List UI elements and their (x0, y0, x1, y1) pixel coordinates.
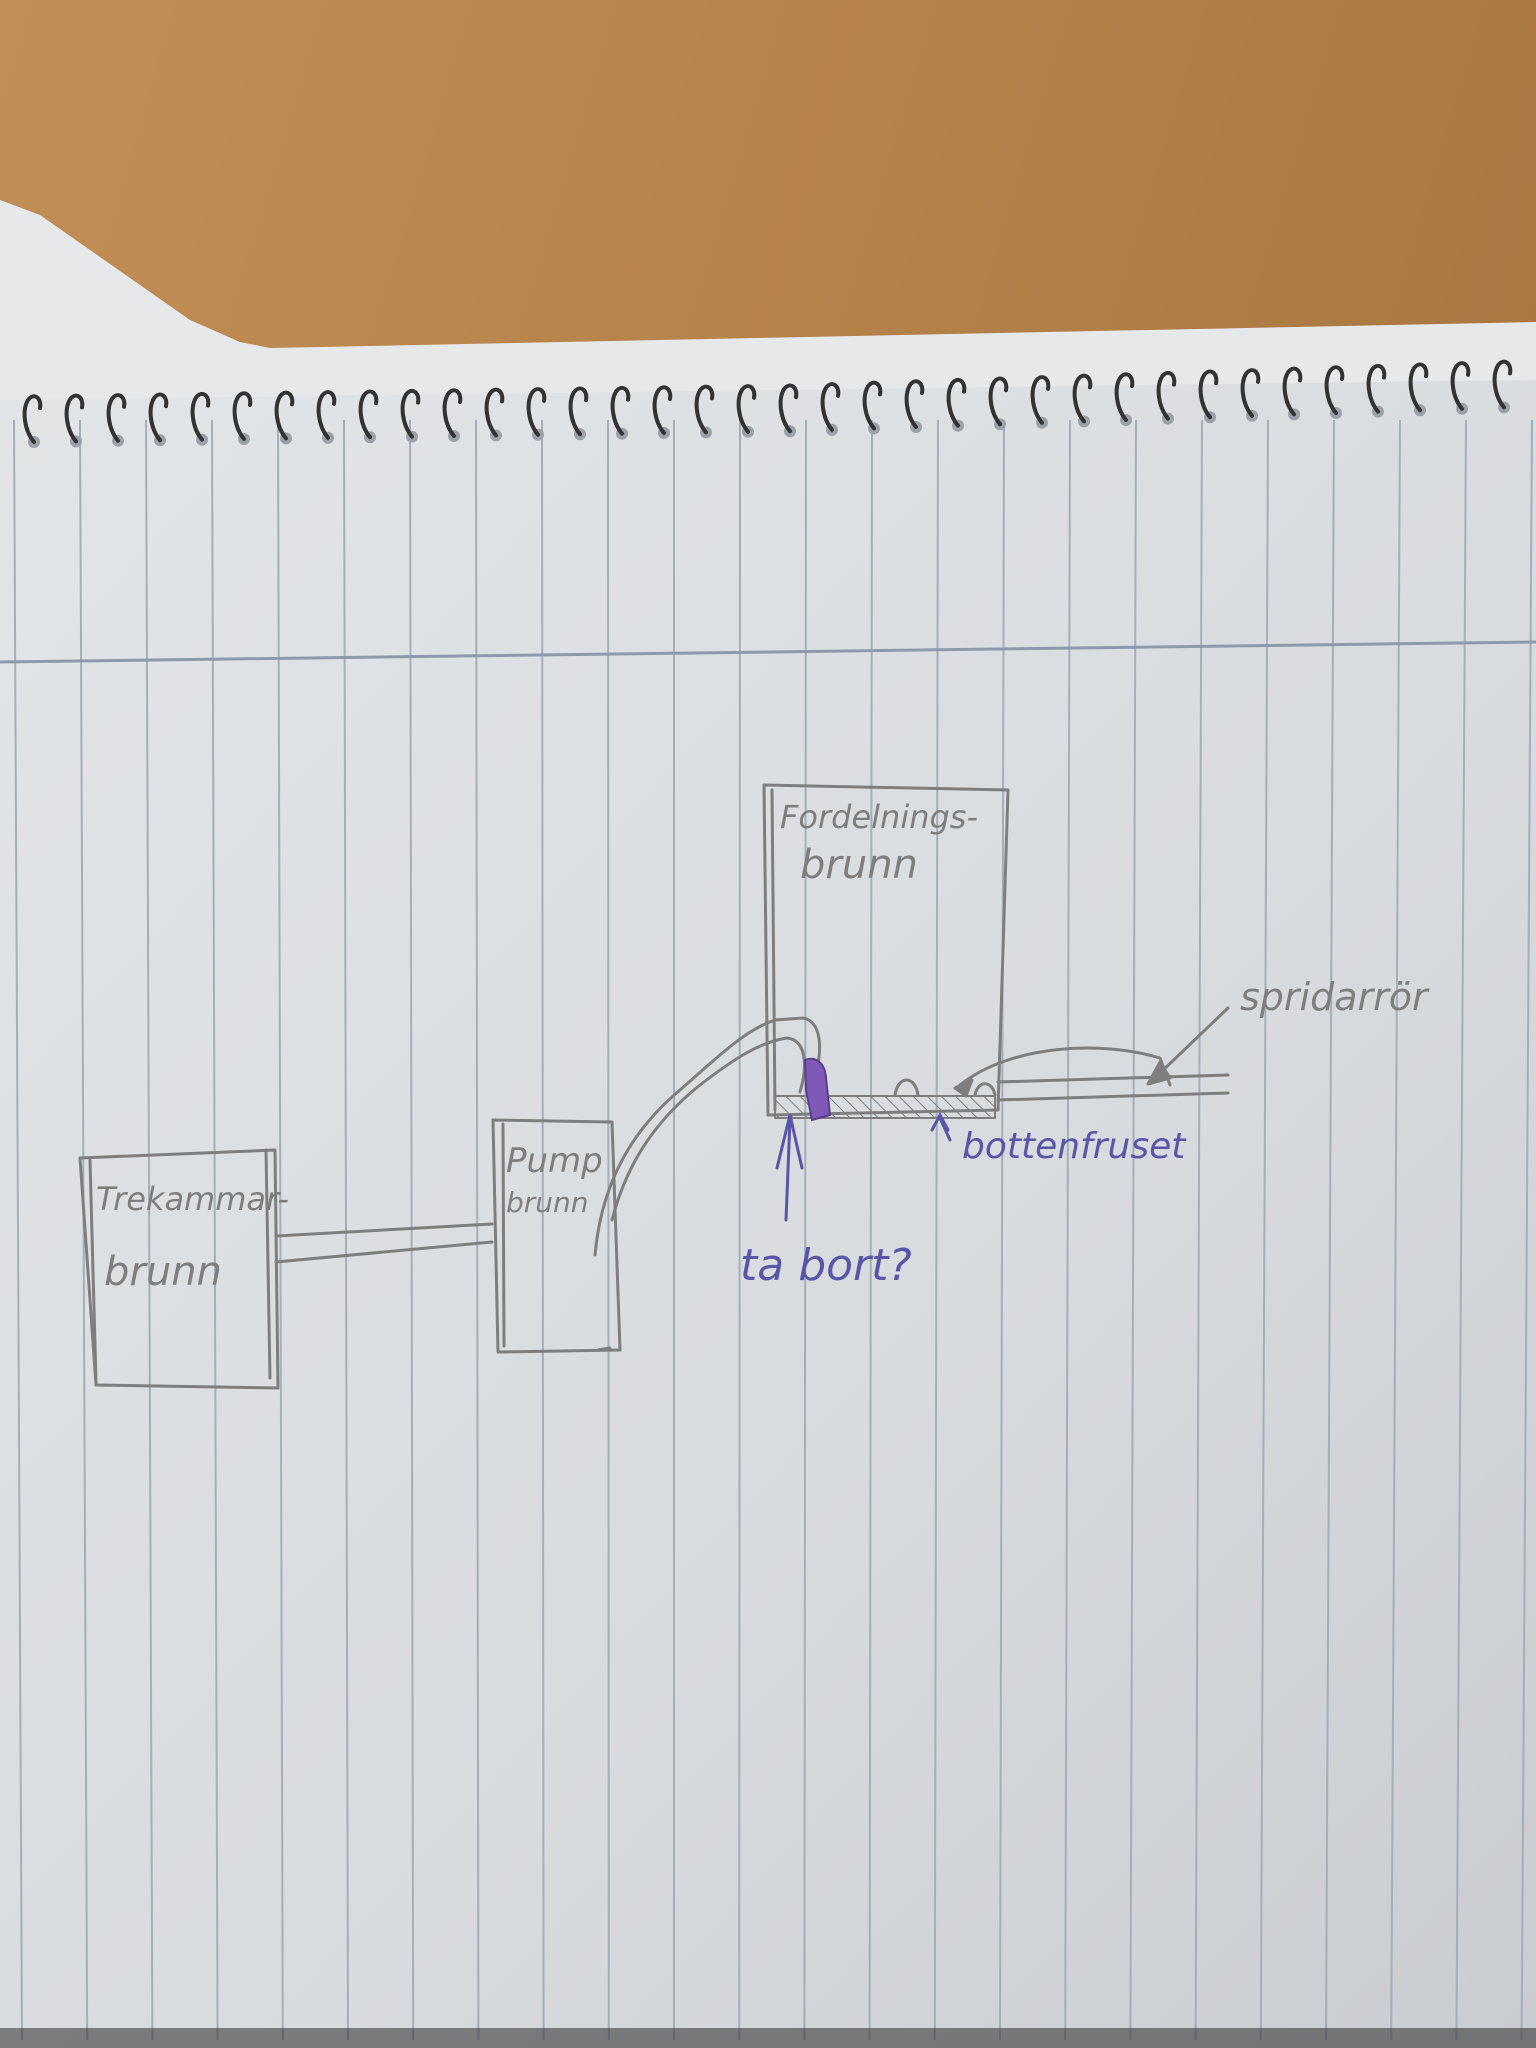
arrow-spridarror (1156, 1006, 1230, 1077)
rule-line (738, 419, 741, 2041)
spiral-coil (64, 393, 85, 444)
rule-line (475, 419, 480, 2041)
ruled-lines (13, 419, 1533, 2041)
rule-line (145, 419, 154, 2041)
spiral-coil (232, 391, 253, 441)
arrow-bottenfruset (938, 1116, 952, 1142)
spiral-coil (1282, 366, 1303, 417)
spiral-coil (1324, 365, 1345, 415)
rule-line (13, 419, 23, 2041)
spiral-coil (148, 392, 169, 443)
pipe-trekammar-pump (274, 1222, 494, 1238)
notebook-page (0, 380, 1536, 2048)
pipe-pump-fordelning (593, 1016, 821, 1257)
pipe-pump-fordelning-inner (610, 1036, 806, 1222)
labels: Trekammar- brunn Pump brunn Fordelnings-… (96, 798, 1430, 1295)
spiral-coil (778, 383, 799, 434)
spiral-coil (694, 384, 715, 435)
rule-line (1390, 419, 1401, 2041)
spiral-coil (316, 390, 337, 440)
spiral-coil (1450, 361, 1471, 411)
spiral-coil (610, 385, 631, 436)
spiral-coil (1198, 369, 1219, 420)
spiral-coil (106, 393, 127, 443)
pipe-trekammar-pump-lower (274, 1240, 494, 1264)
rule-line (1129, 419, 1137, 2041)
spiral-coil (946, 377, 967, 428)
rule-line (999, 419, 1005, 2041)
rule-line (1064, 419, 1071, 2041)
node-pump (491, 1118, 622, 1354)
rule-line (803, 419, 807, 2041)
label-fordelning-line2: brunn (800, 842, 918, 888)
rule-line (409, 419, 415, 2041)
rule-line (933, 419, 939, 2041)
spiral-coil (1408, 362, 1429, 413)
label-bottenfruset: bottenfruset (962, 1126, 1187, 1167)
spiral-binding (22, 359, 1513, 448)
pipe-spridarror (996, 1073, 1230, 1084)
node-fordelning (762, 783, 1010, 1117)
spiral-coil (652, 385, 673, 435)
label-trekammar-line2: brunn (104, 1249, 222, 1295)
label-fordelning-line1: Fordelnings- (780, 798, 978, 836)
rule-line (1194, 419, 1203, 2041)
spiral-coil (1240, 368, 1261, 418)
rule-line (1455, 419, 1467, 2041)
label-ta-bort: ta bort? (740, 1240, 912, 1291)
highlighted-blockage (803, 1057, 832, 1122)
header-rule (0, 640, 1536, 664)
spiral-coil (568, 386, 589, 437)
spiral-coil (904, 379, 925, 429)
spiral-coil (274, 390, 295, 441)
bottom-shadow (0, 2028, 1536, 2048)
rule-line (277, 419, 284, 2041)
spiral-coil (22, 394, 43, 444)
rule-line (343, 419, 349, 2041)
rule-line (868, 419, 873, 2041)
rule-line (211, 419, 219, 2041)
label-spridarror: spridarrör (1240, 975, 1430, 1019)
label-trekammar-line1: Trekammar- (96, 1180, 289, 1218)
arrow-inner (958, 1046, 1172, 1087)
spiral-coil (1156, 370, 1177, 421)
spiral-coil (400, 388, 421, 439)
spiral-coil (1072, 373, 1093, 424)
node-trekammar (78, 1148, 280, 1390)
spiral-coil (1366, 363, 1387, 414)
spiral-coil (820, 382, 841, 432)
spiral-coil (736, 384, 757, 434)
spiral-coil (1114, 372, 1135, 422)
spiral-coil (1492, 359, 1513, 410)
spiral-coil (190, 391, 211, 442)
rule-line (1520, 419, 1533, 2041)
rule-line (607, 419, 610, 2041)
arrow-ta-bort (784, 1118, 792, 1222)
spiral-coil (484, 387, 505, 438)
spiral-coil (988, 376, 1009, 427)
spiral-coil (526, 387, 547, 437)
label-pump-line1: Pump (506, 1141, 603, 1181)
spiral-coil (442, 388, 463, 438)
spiral-coil (1030, 375, 1051, 425)
label-pump-line2: brunn (506, 1186, 589, 1219)
rule-line (541, 419, 545, 2041)
spiral-coil (358, 389, 379, 440)
spiral-coil (862, 380, 883, 431)
rule-line (1259, 419, 1269, 2041)
pipe-spridarror-lower (996, 1091, 1230, 1102)
rule-line (1325, 419, 1335, 2041)
pen-annotations (775, 1111, 952, 1222)
